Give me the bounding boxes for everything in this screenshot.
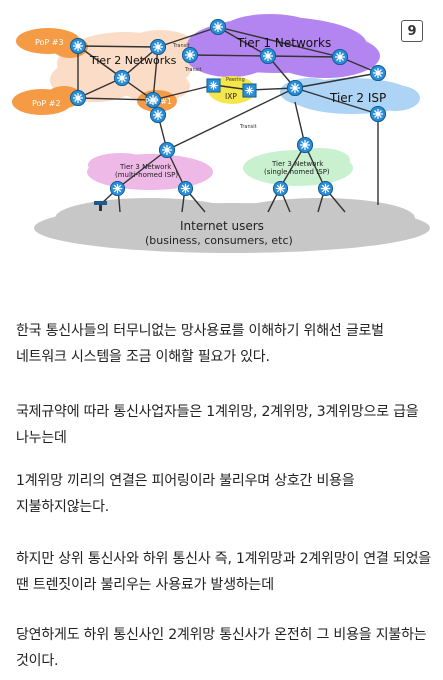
router-icon: [150, 39, 166, 55]
router-icon: [370, 65, 386, 81]
router-icon: [287, 80, 303, 96]
router-icon: [242, 83, 257, 98]
router-icon: [159, 142, 175, 158]
internet-users-sublabel: (business, consumers, etc): [145, 234, 293, 247]
router-icon: [70, 90, 86, 106]
paragraph: 하지만 상위 통신사와 하위 통신사 즉, 1계위망과 2계위망이 연결 되었을…: [16, 551, 431, 593]
tier3-singlehomed-cloud: [243, 148, 353, 186]
tier1-networks-label: Tier 1 Networks: [236, 36, 331, 50]
router-icon: [332, 49, 348, 65]
tier2-isp-label: Tier 2 ISP: [329, 91, 386, 105]
pop3-label: PoP #3: [35, 38, 64, 47]
peering-label: Peering: [226, 77, 245, 83]
router-icon: [110, 181, 125, 196]
router-icon: [114, 70, 130, 86]
tier2-networks-label: Tier 2 Networks: [89, 54, 177, 67]
router-icon: [182, 47, 198, 63]
paragraph: 당연하게도 하위 통신사인 2계위망 통신사가 온전히 그 비용을 지불하는 것…: [16, 627, 427, 669]
tier3-singlehomed-label: Tier 3 Network: [271, 160, 324, 168]
router-icon: [70, 38, 86, 54]
paragraph: 한국 통신사들의 터무니없는 망사용료를 이해하기 위해선 글로벌 네트워크 시…: [16, 323, 384, 365]
router-icon: [273, 181, 288, 196]
tier3-multihomed-label: Tier 3 Network: [119, 163, 172, 171]
transit-label: Transit: [184, 67, 202, 73]
router-icon: [318, 181, 333, 196]
transit-label: Transit: [172, 43, 190, 49]
router-icon: [297, 137, 313, 153]
router-icon: [210, 19, 226, 35]
internet-users-cloud: [34, 198, 430, 253]
tier3-singlehomed-sublabel: (single homed ISP): [264, 168, 330, 176]
router-icon: [260, 48, 276, 64]
ixp-label: IXP: [225, 92, 237, 101]
internet-users-label: Internet users: [180, 219, 264, 233]
user-terminal-icon: [94, 201, 107, 211]
page-number-badge: 9: [401, 20, 423, 42]
paragraph: 국제규약에 따라 통신사업자들은 1계위망, 2계위망, 3계위망으로 급을 나…: [16, 404, 419, 446]
router-icon: [178, 181, 193, 196]
network-hierarchy-diagram: PoP #3 PoP #2 PoP #1 Tier 2 Networks Tie…: [0, 0, 443, 265]
router-icon: [150, 107, 166, 123]
diagram-labels: PoP #3 PoP #2 PoP #1 Tier 2 Networks Tie…: [32, 36, 386, 247]
paragraph: 1계위망 끼리의 연결은 피어링이라 불리우며 상호간 비용을 지불하지않는다.: [16, 473, 355, 515]
tier3-multihomed-sublabel: (multi-homed ISP): [115, 171, 178, 179]
pop1-label: PoP #1: [145, 97, 172, 106]
router-icon: [206, 78, 221, 93]
transit-label: Transit: [239, 124, 257, 130]
router-icon: [370, 106, 386, 122]
pop2-label: PoP #2: [32, 99, 61, 108]
